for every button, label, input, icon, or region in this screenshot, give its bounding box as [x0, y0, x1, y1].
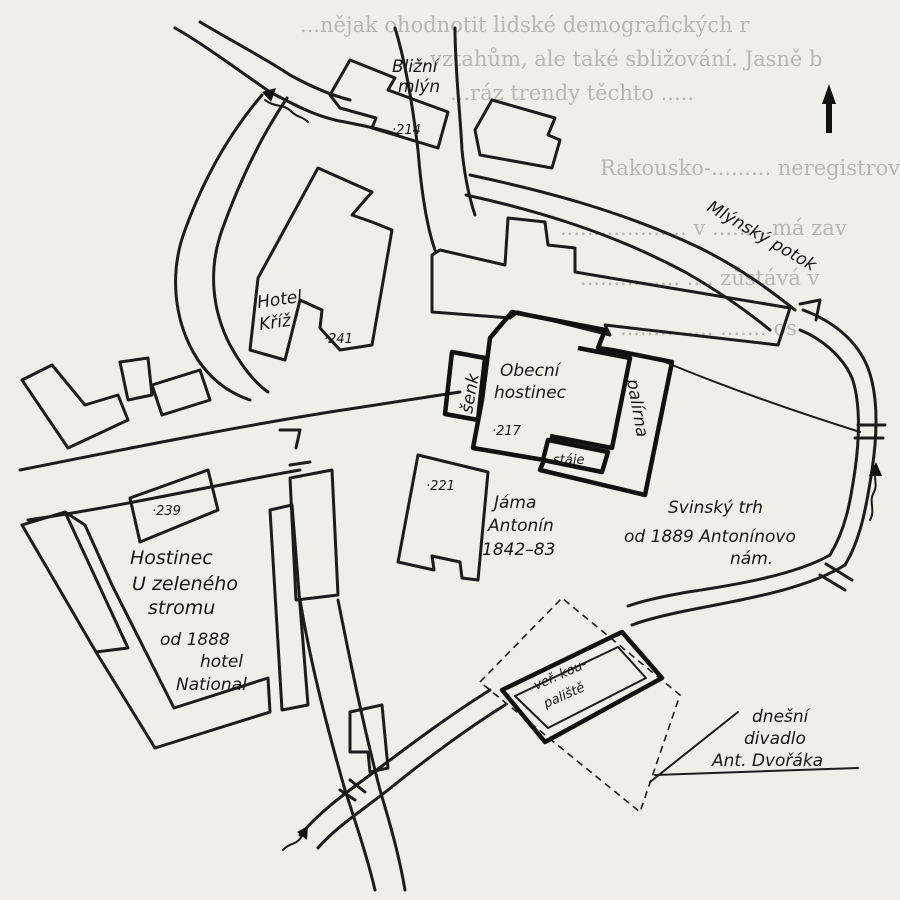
building-koupaliste — [499, 629, 665, 745]
label-blizni-mlyn: mlýn — [398, 77, 440, 97]
label-parcel-214: ·214 — [392, 123, 421, 138]
label-blizni-mlyn: Bližní — [392, 57, 440, 77]
bg-text-line: Rakousko-......... neregistrov — [600, 156, 900, 180]
label-parcel-239: ·239 — [152, 504, 181, 519]
building-long-center — [430, 216, 792, 347]
label-antoninovo-nam: nám. — [730, 549, 773, 569]
bg-text-line: ...vztahům, ale také sbližování. Jasně b — [410, 47, 822, 71]
building-blizni-mlyn — [328, 58, 450, 150]
label-divadlo: Ant. Dvořáka — [711, 751, 823, 771]
label-parcel-241: ·241 — [324, 332, 353, 347]
label-parcel-221: ·221 — [426, 479, 455, 494]
building-strip-west — [268, 503, 310, 712]
label-u-zeleneho-stromu: stromu — [148, 597, 215, 619]
label-hotel-kriz: Kříž — [258, 311, 293, 335]
building-hotel-kriz — [248, 166, 394, 362]
label-obecni-hostinec: hostinec — [494, 383, 567, 403]
label-parcel-217: ·217 — [492, 424, 522, 439]
label-jama-antonin: 1842–83 — [482, 540, 555, 560]
label-u-zeleneho-stromu: U zeleného — [132, 573, 238, 595]
label-jama-antonin: Jáma — [491, 493, 536, 513]
label-jama-antonin: Antonín — [487, 516, 554, 536]
background-bleed-text: ...nějak ohodnotit lidské demografických… — [300, 13, 900, 340]
label-antoninovo-nam: od 1889 Antonínovo — [624, 527, 796, 547]
label-palirna: palírna — [622, 376, 652, 438]
mill-stream — [173, 20, 887, 851]
building-senk — [442, 349, 488, 423]
building-239 — [128, 468, 220, 544]
bg-text-line: ...nějak ohodnotit lidské demografických… — [300, 13, 750, 37]
buildings — [20, 58, 859, 814]
bg-text-line: ...ráz trendy těchto ..... — [450, 81, 694, 105]
building-north-east — [473, 98, 562, 170]
label-hotel-national: od 1888 — [160, 630, 230, 650]
label-divadlo: divadlo — [744, 729, 806, 749]
north-arrow-icon — [822, 84, 836, 133]
label-u-zeleneho-stromu: Hostinec — [130, 547, 213, 569]
building-jama-antonin — [396, 453, 490, 582]
building-u-zeleneho-stromu — [20, 510, 272, 750]
outline-divadlo-dnes — [478, 596, 681, 814]
bg-text-line: ............... .... zůstává v — [580, 266, 820, 290]
label-hotel-national: hotel — [200, 652, 243, 672]
label-obecni-hostinec: Obecní — [500, 361, 562, 381]
label-staje: stáje — [553, 453, 584, 468]
label-svinsky-trh: Svinský trh — [668, 498, 763, 518]
label-divadlo: dnešní — [752, 707, 811, 727]
label-hotel-national: National — [176, 675, 247, 695]
